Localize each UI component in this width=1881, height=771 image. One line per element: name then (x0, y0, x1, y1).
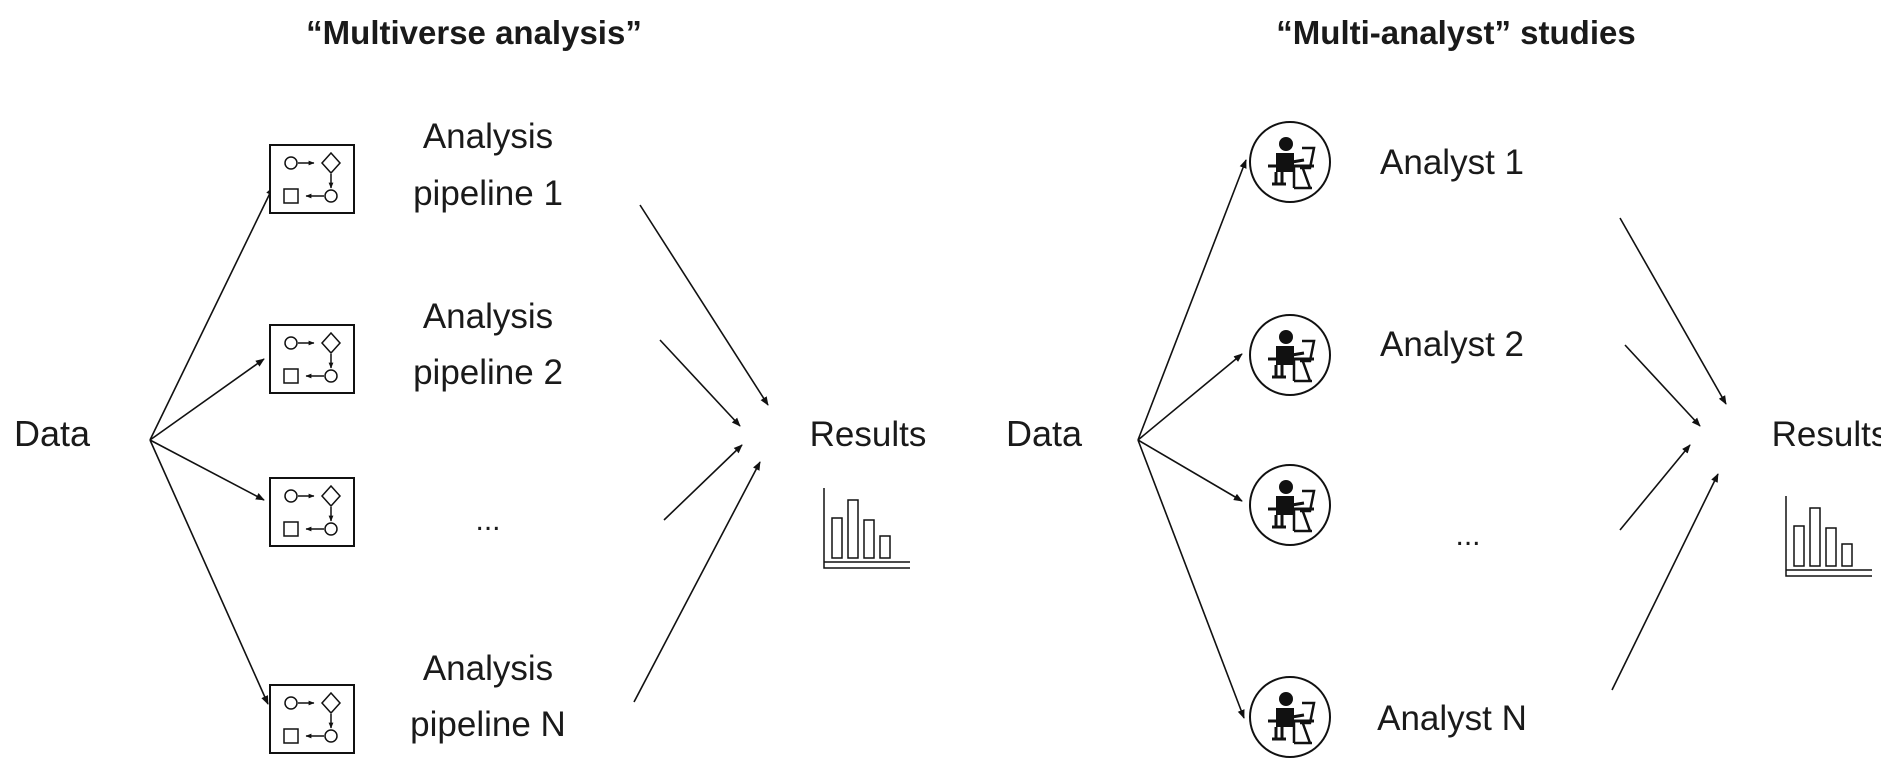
arrow-analyst-1-to-results (1619, 217, 1727, 405)
pipeline-2-line2: pipeline 2 (413, 353, 563, 392)
bar-chart-icon (1785, 495, 1873, 577)
analyst-n-label: Analyst N (1377, 699, 1527, 738)
multi-analyst-results-label: Results (1772, 415, 1881, 454)
pipeline-n-line2: pipeline N (410, 705, 566, 744)
arrow-data-to-analyst-n (1137, 439, 1245, 719)
pipeline-2-line1: Analysis (423, 297, 553, 336)
multi-analyst-data-label: Data (1006, 413, 1083, 454)
multi-analyst-converge-arrows (1611, 217, 1727, 691)
multi-analyst-panel: “Multi-analyst” studies Data Analyst 1 A… (1006, 14, 1881, 759)
person-at-computer-icon (1248, 675, 1332, 759)
pipeline-ellipsis: ... (475, 504, 500, 537)
arrow-analyst-2-to-results (1624, 344, 1701, 427)
arrow-data-to-analyst-1 (1137, 159, 1247, 441)
arrow-data-to-pipeline-ellipsis (149, 439, 265, 501)
multiverse-panel: “Multiverse analysis” Data Analysis pipe… (14, 14, 926, 753)
arrow-analyst-n-to-results (1611, 473, 1719, 691)
arrow-pipeline-n-to-results (633, 461, 761, 703)
person-at-computer-icon (1248, 313, 1332, 397)
pipeline-1-line1: Analysis (423, 117, 553, 156)
arrow-pipeline-2-to-results (659, 339, 741, 427)
flowchart-icon (270, 325, 354, 393)
flowchart-icon (270, 685, 354, 753)
multiverse-title: “Multiverse analysis” (306, 14, 642, 51)
multi-analyst-title: “Multi-analyst” studies (1276, 14, 1635, 51)
person-at-computer-icon (1248, 120, 1332, 204)
multiverse-fanout-arrows (149, 186, 274, 705)
analyst-2-label: Analyst 2 (1380, 325, 1524, 364)
arrow-data-to-analyst-ellipsis (1137, 439, 1243, 502)
arrow-pipeline-1-to-results (639, 204, 769, 406)
arrow-data-to-analyst-2 (1137, 353, 1243, 441)
multiverse-converge-arrows (633, 204, 769, 703)
flowchart-icon (270, 478, 354, 546)
analyst-ellipsis: ... (1455, 519, 1480, 552)
arrow-analyst-ellipsis-to-results (1619, 444, 1691, 531)
multi-analyst-fanout-arrows (1137, 159, 1247, 719)
pipeline-n-line1: Analysis (423, 649, 553, 688)
arrow-data-to-pipeline-n (149, 439, 269, 705)
pipeline-1-line2: pipeline 1 (413, 174, 563, 213)
multiverse-results-label: Results (810, 415, 927, 454)
analyst-1-label: Analyst 1 (1380, 143, 1524, 182)
arrow-data-to-pipeline-2 (149, 358, 265, 441)
arrow-pipeline-ellipsis-to-results (663, 444, 743, 521)
bar-chart-icon (823, 487, 911, 569)
multiverse-data-label: Data (14, 413, 91, 454)
flowchart-icon (270, 145, 354, 213)
arrow-data-to-pipeline-1 (149, 186, 274, 441)
person-at-computer-icon (1248, 463, 1332, 547)
